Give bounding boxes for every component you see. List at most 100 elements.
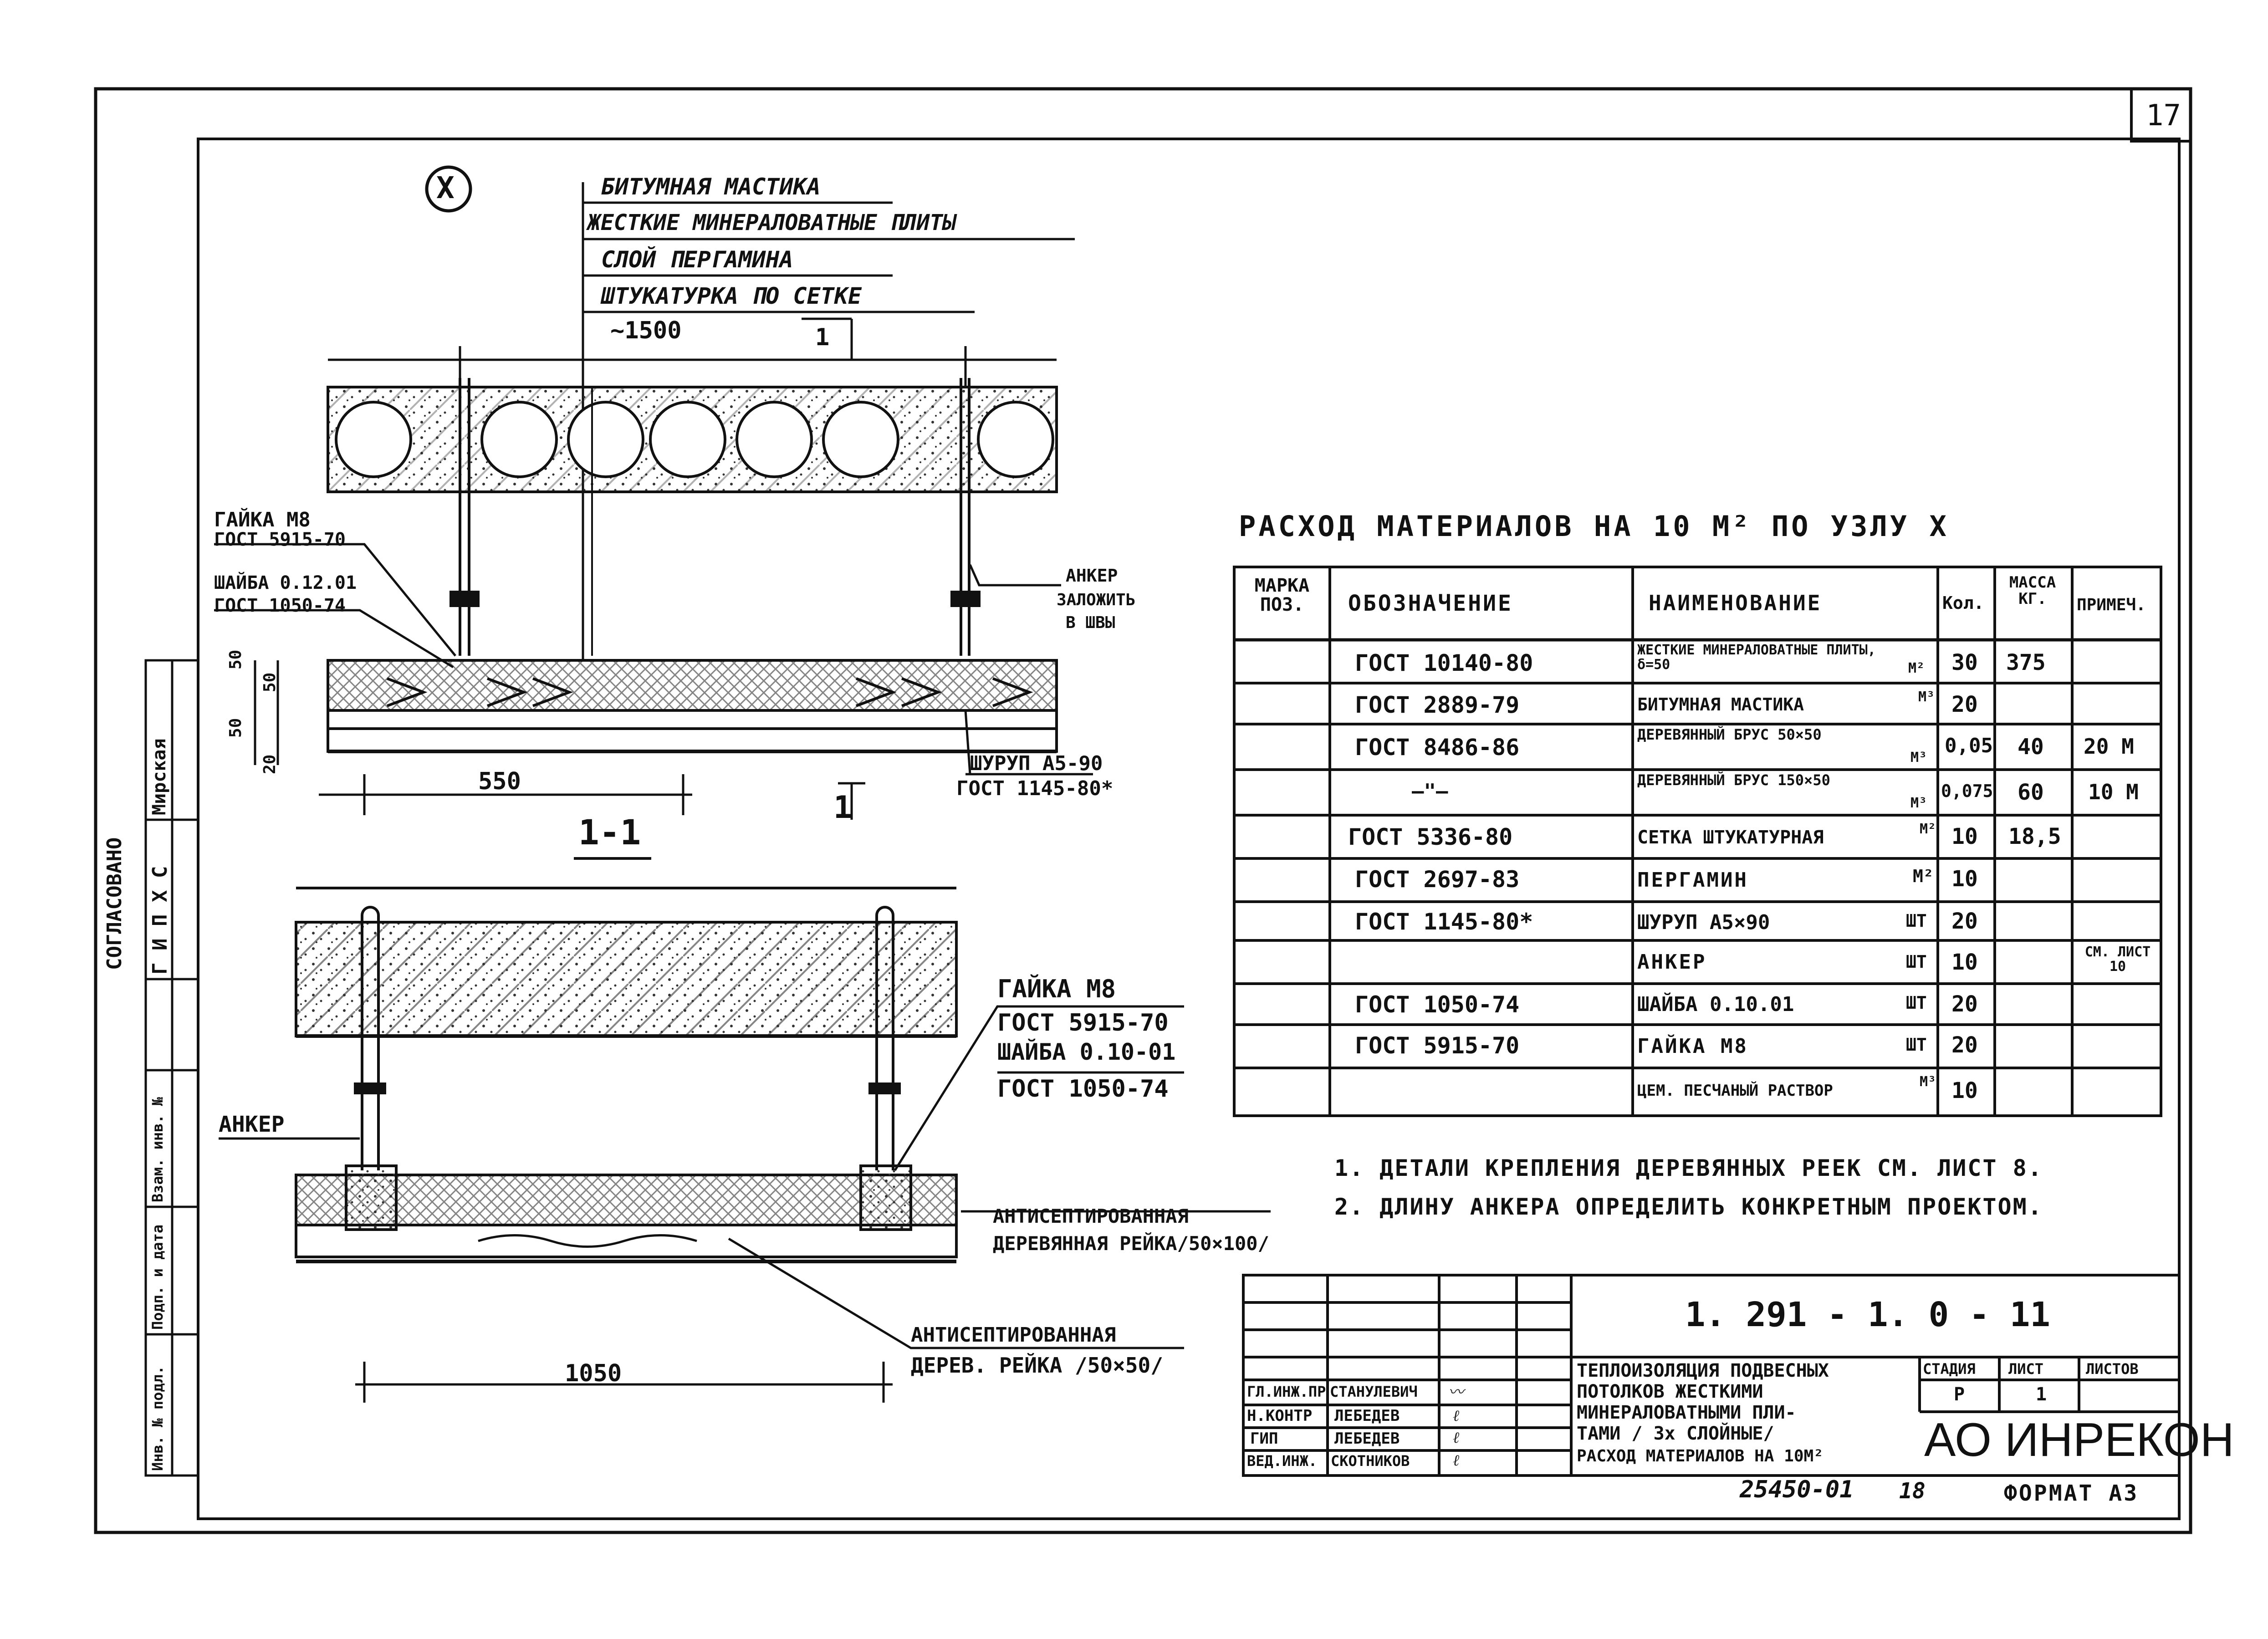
anchor-label-section: АНКЕР	[219, 1112, 285, 1137]
signature-marks: 〰 ℓ ℓ ℓ	[1448, 1383, 1464, 1470]
tb-role-2: ГИП	[1250, 1430, 1278, 1448]
leaders-section	[219, 1005, 1271, 1349]
table-row-unit: М²	[1913, 866, 1934, 886]
company-logo: АО ИНРЕКОН	[1924, 1414, 2234, 1466]
dim-top-label: ~1500	[610, 317, 682, 344]
table-row-mass: 60	[2018, 780, 2044, 805]
tb-desc-3: ТАМИ / 3х СЛОЙНЫЕ/	[1577, 1423, 1774, 1444]
tb-stage-value: Р	[1954, 1384, 1965, 1405]
table-row-unit: ШТ	[1906, 993, 1927, 1013]
note-2: 2. ДЛИНУ АНКЕРА ОПРЕДЕЛИТЬ КОНКРЕТНЫМ ПР…	[1334, 1194, 2043, 1220]
insulation-top	[327, 659, 1058, 753]
table-row-unit: М³	[1918, 689, 1935, 705]
nut-gost-top: ГОСТ 5915-70	[214, 529, 346, 550]
table-row-code: ГОСТ 5336-80	[1348, 824, 1513, 850]
tb-role-3: ВЕД.ИНЖ.	[1247, 1452, 1318, 1470]
table-row-code: ГОСТ 8486-86	[1355, 734, 1520, 761]
sheet-number-box	[2130, 87, 2192, 143]
screw-gost: ГОСТ 1145-80*	[956, 777, 1114, 800]
table-row-qty: 0,05	[1945, 734, 1993, 757]
table-row-code: ГОСТ 1050-74	[1355, 991, 1520, 1018]
tb-desc-1: ПОТОЛКОВ ЖЕСТКИМИ	[1577, 1381, 1763, 1402]
washer-label-top: ШАЙБА 0.12.01	[214, 572, 357, 593]
anchors-top	[450, 378, 981, 656]
table-row-code: ГОСТ 1145-80*	[1355, 909, 1533, 935]
layer-mineral-plates: ЖЕСТКИЕ МИНЕРАЛОВАТНЫЕ ПЛИТЫ	[587, 210, 956, 235]
dim-top	[328, 317, 1057, 387]
slab-section	[295, 887, 958, 1038]
table-row-unit: М²	[1908, 660, 1925, 676]
dim-1050-label: 1050	[565, 1360, 622, 1387]
side-name: Мирская	[149, 738, 170, 815]
layer-leaders	[582, 182, 1075, 660]
table-row-qty: 0,075	[1941, 781, 1993, 801]
table-row-code: ГОСТ 10140-80	[1355, 650, 1533, 676]
table-row-name: ДЕРЕВЯННЫЙ БРУС 150×50	[1637, 771, 1830, 789]
table-row-name: ШУРУП А5×90	[1637, 911, 1770, 934]
table-row-qty: 10	[1951, 1078, 1978, 1103]
section-title: 1-1	[578, 812, 641, 853]
anchor-label-top: АНКЕР	[1066, 566, 1118, 586]
tb-stage-label: СТАДИЯ	[1923, 1360, 1976, 1378]
washer-gost-section: ГОСТ 1050-74	[997, 1075, 1169, 1103]
layer-plaster: ШТУКАТУРКА ПО СЕТКЕ	[601, 283, 862, 309]
sheet-number: 17	[2146, 99, 2181, 133]
table-row-name: ГАЙКА М8	[1637, 1035, 1748, 1058]
dim-left-a: 50	[226, 649, 245, 669]
washer-gost-top: ГОСТ 1050-74	[214, 595, 346, 616]
tb-desc-2: МИНЕРАЛОВАТНЫМИ ПЛИ-	[1577, 1402, 1796, 1423]
tb-sheet-value: 1	[2036, 1384, 2047, 1405]
col-header-mass: МАССА КГ.	[2009, 573, 2056, 608]
title-block-grid	[1242, 1274, 2181, 1477]
section-mark-top: 1	[815, 324, 830, 351]
anchors-section	[354, 906, 901, 1170]
table-row-code: ГОСТ 5915-70	[1355, 1032, 1520, 1059]
side-cell-sign: Подп. и дата	[149, 1224, 166, 1330]
table-row-code: ГОСТ 2697-83	[1355, 866, 1520, 893]
tb-role-0: ГЛ.ИНЖ.ПР	[1247, 1383, 1326, 1400]
table-row-name: ДЕРЕВЯННЫЙ БРУС 50×50	[1637, 726, 1822, 743]
table-row-name: ЖЕСТКИЕ МИНЕРАЛОВАТНЫЕ ПЛИТЫ, δ=50	[1637, 642, 1876, 673]
table-row-unit: М³	[1910, 795, 1927, 811]
col-header-code: ОБОЗНАЧЕНИЕ	[1348, 591, 1513, 616]
table-row-unit: ШТ	[1906, 1035, 1927, 1055]
tb-name-2: ЛЕБЕДЕВ	[1334, 1430, 1400, 1448]
col-header-mark: МАРКА ПОЗ.	[1254, 575, 1310, 615]
tb-sheets-label: ЛИСТОВ	[2086, 1360, 2139, 1378]
tb-desc-0: ТЕПЛОИЗОЛЯЦИЯ ПОДВЕСНЫХ	[1577, 1360, 1829, 1381]
dim-left-d: 50	[261, 672, 279, 692]
table-row-qty: 20	[1951, 909, 1978, 934]
section-mark-bottom: 1	[833, 790, 852, 826]
node-mark-circle	[425, 165, 472, 213]
rail1-line2: ДЕРЕВЯННАЯ РЕЙКА/50×100/	[993, 1232, 1269, 1255]
table-row-qty: 10	[1951, 950, 1978, 975]
side-dept: Г И П Х С	[148, 866, 172, 975]
table-row-note: 20 М	[2084, 734, 2134, 759]
materials-table-grid	[1233, 566, 2162, 1117]
nut-gost-section: ГОСТ 5915-70	[997, 1009, 1169, 1037]
table-row-mass: 375	[2006, 650, 2046, 675]
table-row-mass: 40	[2018, 734, 2044, 760]
table-row-qty: 20	[1951, 692, 1978, 717]
side-stamp-grid	[144, 659, 199, 1477]
rail2-line1: АНТИСЕПТИРОВАННАЯ	[911, 1323, 1116, 1347]
table-row-note: СМ. ЛИСТ 10	[2084, 944, 2151, 975]
table-row-unit: М³	[1910, 750, 1927, 766]
dim-left-b: 50	[226, 718, 245, 738]
col-header-note: ПРИМЕЧ.	[2077, 596, 2146, 614]
dim-section	[355, 1362, 893, 1403]
table-row-qty: 10	[1951, 824, 1978, 849]
drawing-code: 1. 291 - 1. 0 - 11	[1685, 1295, 2050, 1334]
layer-bitumen: БИТУМНАЯ МАСТИКА	[601, 174, 821, 200]
table-row-unit: ШТ	[1906, 952, 1927, 972]
anchor-note2: В ШВЫ	[1066, 613, 1115, 632]
note-1: 1. ДЕТАЛИ КРЕПЛЕНИЯ ДЕРЕВЯННЫХ РЕЕК СМ. …	[1334, 1155, 2043, 1181]
tb-name-1: ЛЕБЕДЕВ	[1334, 1407, 1400, 1425]
table-row-qty: 10	[1951, 866, 1978, 892]
table-row-name: ШАЙБА 0.10.01	[1637, 993, 1794, 1016]
rail1-line1: АНТИСЕПТИРОВАННАЯ	[993, 1205, 1189, 1227]
tb-name-0: СТАНУЛЕВИЧ	[1330, 1383, 1418, 1400]
table-row-unit: М³	[1920, 1074, 1936, 1090]
insulation-section	[295, 1164, 958, 1263]
table-row-qty: 30	[1951, 650, 1978, 675]
